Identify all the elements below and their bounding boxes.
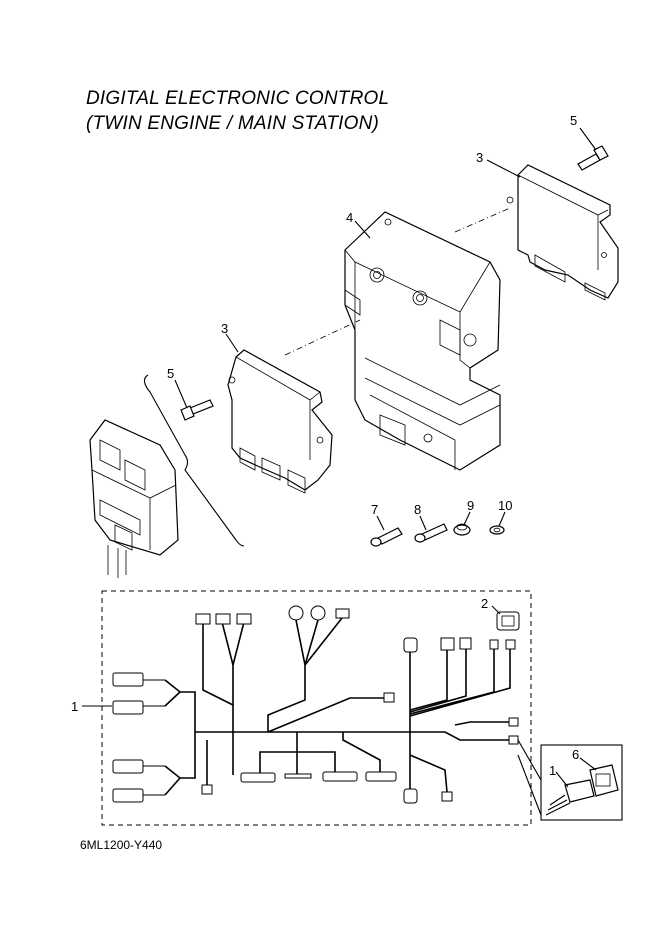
diagram-code: 6ML1200-Y440 [80,838,163,852]
callout-7: 7 [371,502,378,517]
diagram-title-line-2: (TWIN ENGINE / MAIN STATION) [86,113,380,134]
callout-2: 2 [481,596,488,611]
screw-part-8 [414,523,448,543]
bolt-part-5-lower [180,399,214,421]
engine-mounted-assembly-reference [89,374,245,578]
ecu-module-right-part-3 [506,164,619,301]
callout-5-upper: 5 [570,113,577,128]
ecu-module-left-part-3 [227,349,333,494]
callout-8: 8 [414,502,421,517]
bracket-part-4 [344,211,501,471]
wire-harness-part-1 [101,590,532,826]
callout-5-lower: 5 [167,366,174,381]
callout-1-inset: 1 [549,763,556,778]
connector-detail-inset [517,739,623,821]
connector-cap-part-2 [496,611,520,631]
callout-4: 4 [346,210,353,225]
diagram-title-line-1: DIGITAL ELECTRONIC CONTROL [86,88,390,109]
bolt-part-5-upper [577,145,609,171]
washer-part-10 [489,525,505,535]
callout-1-harness: 1 [71,699,78,714]
callout-10: 10 [498,498,512,513]
callout-3-upper: 3 [476,150,483,165]
callout-3-lower: 3 [221,321,228,336]
nut-part-9 [453,523,471,536]
screw-part-7 [370,527,403,547]
callout-9: 9 [467,498,474,513]
callout-leaders [82,127,597,788]
callout-6: 6 [572,747,579,762]
